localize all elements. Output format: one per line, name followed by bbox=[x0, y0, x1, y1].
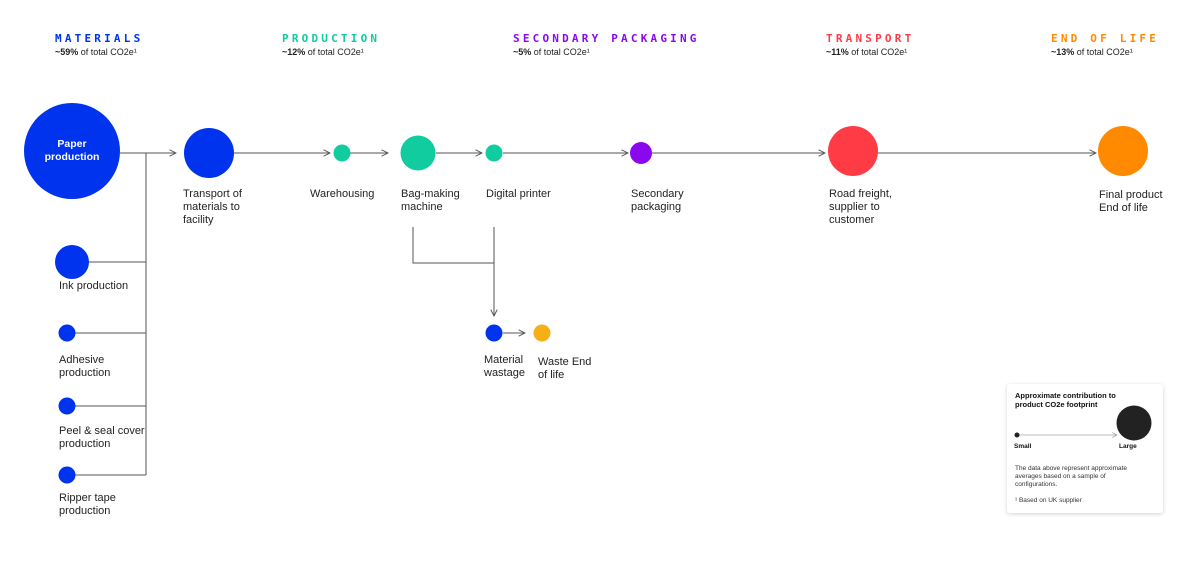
node-secondary-packaging bbox=[630, 142, 652, 164]
label-ink-production: Ink production bbox=[59, 280, 129, 292]
label-road-freight: Road freight, supplier to customer bbox=[829, 188, 892, 226]
legend-footnote: ¹ Based on UK supplier bbox=[1015, 497, 1082, 504]
legend-small-dot bbox=[1014, 432, 1020, 438]
node-adhesive-production bbox=[58, 324, 76, 342]
stage-share-transport: ~11% of total CO2e¹ bbox=[826, 47, 908, 57]
label-final-product: Final product End of life bbox=[1099, 189, 1163, 214]
stage-share-materials: ~59% of total CO2e¹ bbox=[55, 47, 137, 57]
legend-title: Approximate contribution to product CO2e… bbox=[1015, 391, 1116, 409]
node-warehousing bbox=[333, 144, 351, 162]
legend-note: The data above represent approximate ave… bbox=[1015, 465, 1128, 488]
connector-bagmaking-waste bbox=[412, 227, 494, 264]
legend-scale bbox=[1014, 405, 1152, 441]
label-transport-materials: Transport of materials to facility bbox=[183, 188, 242, 226]
legend-large-dot bbox=[1116, 405, 1152, 441]
node-ripper-tape-production bbox=[58, 466, 76, 484]
label-bag-making-machine: Bag-making machine bbox=[401, 188, 460, 213]
stage-share-production: ~12% of total CO2e¹ bbox=[282, 47, 364, 57]
node-ink-production bbox=[55, 245, 89, 279]
node-road-freight bbox=[828, 126, 878, 176]
stage-title-materials: MATERIALS bbox=[55, 32, 144, 45]
label-adhesive-production: Adhesive production bbox=[59, 354, 111, 379]
stage-title-end-of-life: END OF LIFE bbox=[1051, 32, 1160, 45]
node-transport-materials bbox=[184, 128, 234, 178]
stage-share-secondary-packaging: ~5% of total CO2e¹ bbox=[513, 47, 590, 57]
legend-small-label: Small bbox=[1014, 443, 1032, 450]
label-secondary-packaging: Secondary packaging bbox=[631, 188, 684, 213]
label-paper-production: Paper production bbox=[44, 138, 100, 163]
label-digital-printer: Digital printer bbox=[486, 188, 551, 200]
label-material-wastage: Material wastage bbox=[484, 354, 525, 379]
stage-title-production: PRODUCTION bbox=[282, 32, 381, 45]
stage-share-end-of-life: ~13% of total CO2e¹ bbox=[1051, 47, 1133, 57]
node-waste-end-of-life bbox=[533, 324, 551, 342]
label-ripper-tape-production: Ripper tape production bbox=[59, 492, 116, 517]
node-bag-making-machine bbox=[400, 135, 436, 171]
stage-title-transport: TRANSPORT bbox=[826, 32, 915, 45]
legend-card: Approximate contribution to product CO2e… bbox=[1007, 384, 1163, 513]
node-paper-production bbox=[24, 103, 120, 199]
node-peel-seal-production bbox=[58, 397, 76, 415]
node-final-product bbox=[1098, 126, 1148, 176]
label-warehousing: Warehousing bbox=[310, 188, 375, 200]
label-peel-seal-production: Peel & seal cover production bbox=[59, 425, 145, 450]
legend-large-label: Large bbox=[1119, 443, 1137, 450]
node-material-wastage bbox=[485, 324, 503, 342]
stage-title-secondary-packaging: SECONDARY PACKAGING bbox=[513, 32, 700, 45]
node-digital-printer bbox=[485, 144, 503, 162]
label-waste-end-of-life: Waste End of life bbox=[538, 356, 592, 381]
